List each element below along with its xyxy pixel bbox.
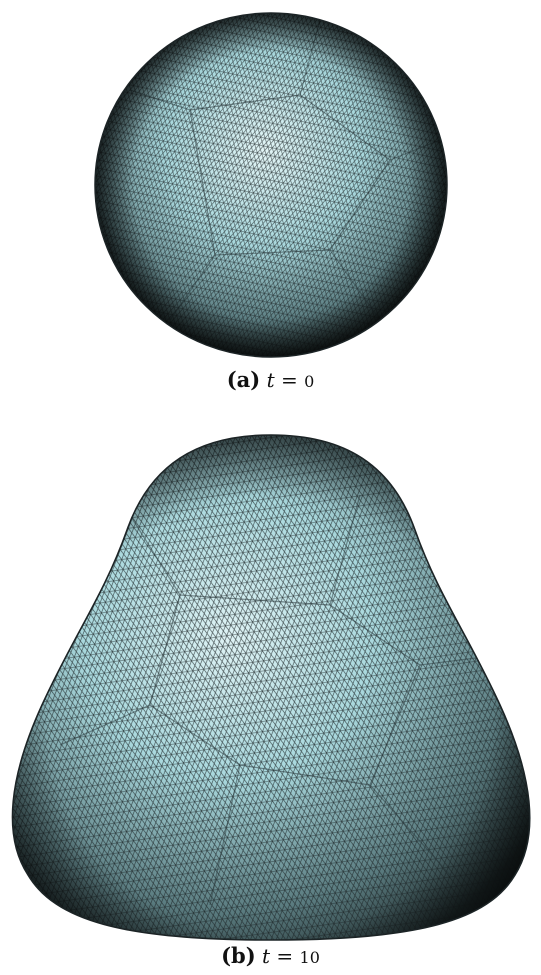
panel-tag-a: (a) [226, 367, 261, 392]
equals-sign-b: = [276, 944, 294, 968]
equals-sign-a: = [280, 368, 298, 392]
caption-b: (b) t = 10 [0, 944, 541, 970]
figure-panel-b: (b) t = 10 [0, 405, 541, 975]
caption-a: (a) t = 0 [0, 368, 541, 394]
time-variable-a: t [266, 368, 275, 392]
time-value-a: 0 [304, 372, 315, 391]
time-variable-b: t [262, 944, 271, 968]
deformed-mesh-image [11, 434, 531, 941]
time-value-b: 10 [299, 948, 320, 967]
figure-panel-a: (a) t = 0 [0, 0, 541, 405]
sphere-mesh-image [94, 12, 448, 358]
panel-tag-b: (b) [221, 943, 256, 968]
